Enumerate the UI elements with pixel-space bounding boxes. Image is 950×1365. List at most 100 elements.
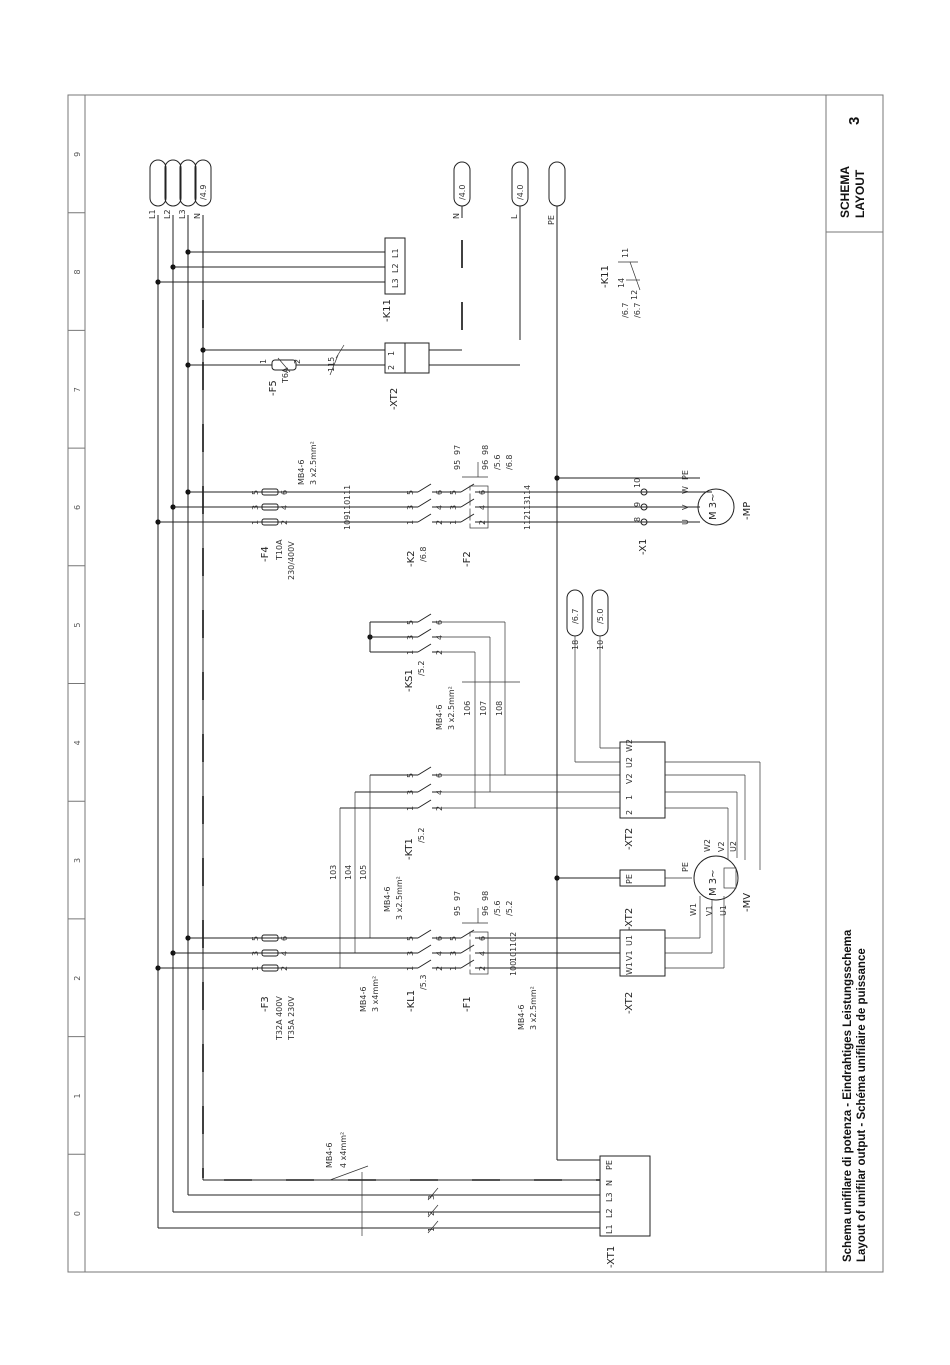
mp-wire-112: 112 <box>523 515 532 530</box>
xt2-star-term-u2: U2 <box>625 757 634 768</box>
k2-term-top: 5 <box>406 490 415 495</box>
ks1-contact-gap <box>418 635 432 639</box>
xt2-mv-term-v1: V1 <box>625 950 634 961</box>
f1-aux-98: 98 <box>481 891 490 901</box>
xt2-pe-name: -XT2 <box>624 908 635 930</box>
f2-contact-gap <box>461 520 475 524</box>
ks1-name: -KS1 <box>404 669 415 692</box>
x1-term-9: 9 <box>633 502 642 507</box>
f1-contact-blade <box>460 959 475 969</box>
f2-contact-blade <box>460 513 475 523</box>
ref-10: 10 <box>596 640 605 650</box>
cable-f4-wire-109: 109 <box>343 515 352 530</box>
k11-contact-11: 11 <box>621 248 630 258</box>
zone-label: 0 <box>73 1211 82 1216</box>
kt1-term-top: 5 <box>406 773 415 778</box>
f4-term-top: 1 <box>251 520 260 525</box>
f1-aux-97: 97 <box>453 891 462 901</box>
ref-10-value: /5.0 <box>596 609 605 624</box>
cable-kl1-section: 3 x4mm² <box>371 976 380 1012</box>
f1-contact-blade <box>460 929 475 939</box>
supply-buses <box>157 215 600 1228</box>
cable-f4-type: MB4-6 <box>297 460 306 485</box>
f3-fuse-element <box>261 934 279 942</box>
f1-contact-gap <box>461 936 475 940</box>
f2-aux-ref-1: /5.6 <box>493 455 502 470</box>
f2-aux-ref-2: /6.8 <box>505 455 514 470</box>
f4-fuse-element <box>261 518 279 526</box>
zone-label: 7 <box>73 387 82 392</box>
ks1-term-bottom: 6 <box>435 620 444 625</box>
xt2-star-term-w2: W2 <box>625 739 634 752</box>
n-ref-label: N <box>452 213 461 219</box>
sheet-number: 3 <box>846 117 863 125</box>
f2-aux-97: 97 <box>453 445 462 455</box>
f4-term-bottom: 4 <box>280 505 289 510</box>
kl1-contact-blade <box>417 929 432 939</box>
f2-term-top: 5 <box>449 490 458 495</box>
k11-coil-term-l2: L2 <box>391 263 400 273</box>
xt1-term-l3: L3 <box>605 1192 614 1202</box>
l-ref-value: /4.0 <box>516 185 525 200</box>
f3-term-bottom: 2 <box>280 966 289 971</box>
cable-kt1-wire-105: 105 <box>359 865 368 880</box>
kt1-contact-gap <box>418 773 432 777</box>
mv-term-u1: U1 <box>719 905 728 916</box>
ks1-contact-gap <box>418 620 432 624</box>
ref-18-value: /6.7 <box>571 609 580 624</box>
x1-term-8: 8 <box>633 517 642 522</box>
mp-term-u: U <box>681 519 690 525</box>
kt1-term-bottom: 2 <box>435 806 444 811</box>
xt1-term-l2: L2 <box>605 1208 614 1218</box>
f3-rating-2: T35A 230V <box>287 996 296 1041</box>
zone-label: 2 <box>73 976 82 981</box>
k2-ref: /6.8 <box>419 547 428 562</box>
mp-wire-113: 113 <box>523 500 532 515</box>
xt2-star-term-2: 2 <box>625 810 634 815</box>
supply-capsules <box>149 159 566 1160</box>
f2-contact-blade <box>460 498 475 508</box>
f5-name: -F5 <box>268 380 279 396</box>
mv-motor-wiring <box>557 855 739 901</box>
k2-contact-gap <box>418 520 432 524</box>
mv-term-u2: U2 <box>729 841 738 852</box>
xt2-pe-term: PE <box>625 874 634 884</box>
f2-term-bottom: 4 <box>478 505 487 510</box>
k2-term-bottom: 4 <box>435 505 444 510</box>
ks1-term-top: 1 <box>406 650 415 655</box>
f1-term-top: 1 <box>449 966 458 971</box>
f5-term-1: 1 <box>259 359 268 364</box>
x1-term-10: 10 <box>633 478 642 488</box>
k11-coil-name: -K11 <box>382 299 393 322</box>
kl1-contact-blade <box>417 959 432 969</box>
k11-coil-wiring <box>158 237 406 295</box>
xt2-pw-term-1: 1 <box>387 351 396 356</box>
f3-term-bottom: 4 <box>280 951 289 956</box>
ks1-term-bottom: 4 <box>435 635 444 640</box>
kl1-term-bottom: 4 <box>435 951 444 956</box>
ks1-ref: /5.2 <box>417 661 426 676</box>
xt1-term-pe: PE <box>605 1160 614 1170</box>
n-ref-value: /4.0 <box>458 185 467 200</box>
f4-fuse-element <box>261 503 279 511</box>
bus-label-l1: L1 <box>148 209 157 219</box>
f1-contact-gap <box>461 966 475 970</box>
xt2-mv-term-w1: W1 <box>625 962 634 975</box>
f5-wiring <box>188 342 520 376</box>
f1-term-bottom: 4 <box>478 951 487 956</box>
zone-label: 8 <box>73 269 82 274</box>
xt1-cable-section: 4 x4mm² <box>339 1132 348 1168</box>
f5-term-2: 2 <box>293 359 302 364</box>
f3-term-bottom: 6 <box>280 936 289 941</box>
xt2-star-name: -XT2 <box>624 828 635 850</box>
cable-f4-wire-110: 110 <box>343 500 352 515</box>
zone-label: 5 <box>73 623 82 628</box>
kl1-term-top: 3 <box>406 951 415 956</box>
fan-branch-wiring <box>158 896 725 977</box>
k2-contact-blade <box>417 483 432 493</box>
kl1-term-top: 5 <box>406 936 415 941</box>
zone-label: 9 <box>73 152 82 157</box>
k11-coil-term-l3: L3 <box>391 278 400 288</box>
